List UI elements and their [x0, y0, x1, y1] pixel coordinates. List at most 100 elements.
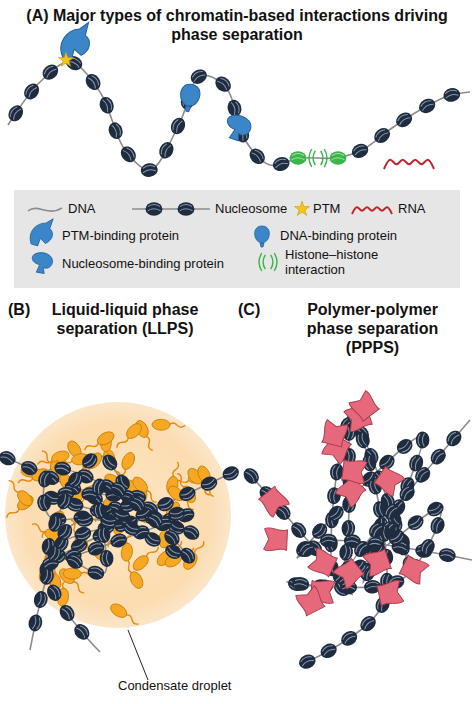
nucleosome-wrap [24, 84, 37, 98]
dna-layer [246, 414, 472, 665]
dna-strand [287, 414, 470, 665]
nucleosome-core [54, 521, 75, 543]
nucleosome-wrap [409, 517, 423, 530]
protein-layer [56, 22, 434, 169]
condensate-protein [108, 601, 142, 628]
nucleosome-wrap [329, 489, 337, 503]
dna-icon [28, 208, 62, 211]
callout-label: Condensate droplet [118, 678, 278, 694]
nucleosome [108, 531, 129, 550]
nucleosome-wrap [76, 624, 89, 638]
nucleosome-binding-icon [30, 251, 54, 275]
nucleosome [53, 460, 73, 477]
nucleosome-core [73, 525, 93, 543]
dna-strand [8, 62, 470, 170]
condensate-droplet [5, 402, 231, 628]
condensate-protein [82, 429, 116, 455]
nucleosome-wrap [322, 536, 335, 543]
nucleosome [357, 613, 379, 635]
nucleosome-wrap [159, 142, 171, 156]
nucleosome-core [5, 102, 26, 124]
nucleosome [246, 145, 268, 167]
nucleosome-wrap [399, 441, 413, 454]
nucleosome-wrap [390, 532, 404, 545]
nucleosome [21, 81, 42, 103]
nucleosome-wrap [8, 105, 21, 119]
nucleosome [417, 536, 437, 557]
nucleosome [79, 450, 101, 472]
rna-strand [352, 207, 392, 214]
protein-body [95, 429, 116, 447]
nucleosome-wrap [343, 546, 351, 560]
nucleosome-wrap [102, 456, 115, 470]
nucleosome-wrap [341, 631, 355, 644]
nucleosome [354, 430, 372, 450]
nucleosome-wrap [145, 535, 159, 547]
nucleosome-wrap [123, 146, 136, 160]
nucleosome-core [38, 566, 56, 586]
nucleosome-wrap [102, 552, 109, 565]
bridging-protein [399, 554, 430, 585]
nucleosome [320, 533, 338, 548]
nucleosome [412, 464, 433, 486]
nucleosome-wrap [354, 541, 367, 555]
nucleosome-core [417, 536, 437, 557]
nucleosome-core [246, 145, 268, 167]
nucleosome [212, 73, 234, 95]
nucleosome-core [53, 460, 73, 477]
legend-label: DNA [68, 201, 128, 216]
nucleosome-core [349, 141, 370, 161]
protein-body [15, 488, 35, 509]
nucleosome-core [144, 510, 166, 532]
nucleosome [65, 469, 85, 491]
nucleosome [156, 140, 176, 161]
nucleosome [146, 202, 163, 216]
histone-interaction [309, 149, 327, 167]
nucleosome-core [296, 539, 318, 560]
protein-body [108, 601, 129, 620]
nucleosome-wrap [346, 536, 359, 543]
nucleosome [443, 428, 464, 450]
nucleosome-wrap [112, 482, 126, 495]
protein-tail [17, 476, 33, 485]
nucleosome-wrap [43, 64, 57, 77]
nucleosome [64, 551, 86, 572]
nucleosome-wrap [224, 469, 238, 480]
nucleosome [95, 525, 111, 544]
nucleosome-wrap [431, 449, 444, 463]
nucleosome [118, 143, 139, 165]
nucleosome [75, 512, 94, 528]
nucleosome-core [320, 533, 338, 548]
nucleosome-wrap [124, 524, 138, 535]
nucleosome-wrap [149, 513, 163, 527]
nucleosome-wrap [103, 98, 114, 112]
nucleosome-wrap [357, 433, 367, 447]
nucleosome-wrap [217, 77, 231, 90]
nucleosome [121, 518, 142, 538]
nucleosome [296, 539, 318, 560]
nucleosome [188, 67, 210, 87]
nucleosome-wrap [299, 655, 313, 666]
nucleosome-core [416, 431, 430, 448]
nucleosome-core [71, 621, 92, 643]
nucleosome-wrap [95, 504, 103, 518]
nucleosome [99, 549, 114, 567]
panel-heading: Liquid-liquid phase separation (LLPS) [40, 300, 210, 338]
nucleosome-core [428, 446, 449, 468]
nucleosome [318, 641, 339, 661]
nucleosome-core [19, 458, 40, 477]
nucleosome [27, 613, 44, 632]
nucleosome-wrap [444, 89, 458, 98]
nucleosome-wrap [231, 101, 240, 115]
nucleosome-wrap [76, 530, 90, 540]
ptm-star [294, 201, 309, 215]
nucleosome [86, 564, 106, 582]
bridging-protein [264, 528, 288, 552]
nucleosome-wrap [346, 522, 353, 535]
nucleosome-core [396, 482, 417, 504]
nucleosome-wrap [171, 118, 182, 132]
nucleosome-core [405, 512, 427, 533]
nucleosome-wrap [420, 539, 432, 553]
dna-binding-protein [178, 83, 202, 113]
